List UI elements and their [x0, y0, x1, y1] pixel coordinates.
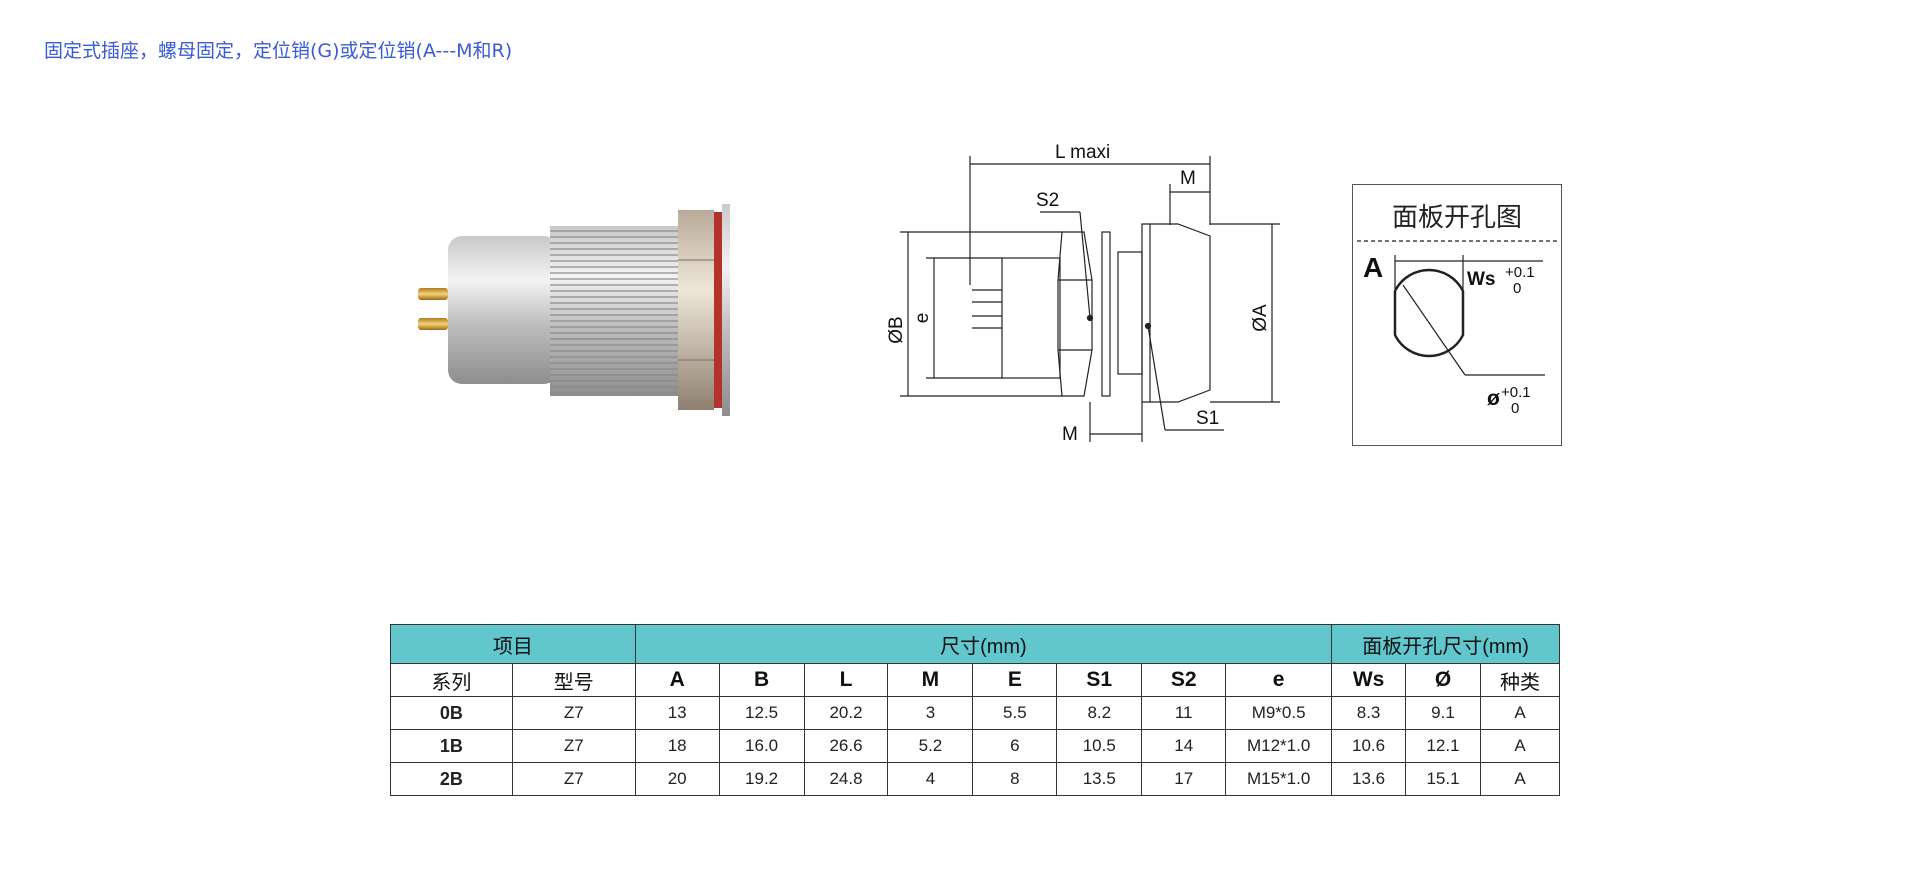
cell-b: 12.5 [718, 696, 805, 730]
col-kind: 种类 [1479, 663, 1561, 697]
label-m-bottom: M [1062, 424, 1078, 445]
cell-a: 18 [634, 729, 720, 763]
col-dia: Ø [1405, 663, 1481, 697]
cell-m: 5.2 [887, 729, 974, 763]
cell-s1: 13.5 [1056, 762, 1143, 796]
cell-kind: A [1479, 762, 1561, 796]
header-panel: 面板开孔尺寸(mm) [1331, 624, 1560, 664]
dia-tolerance-upper: +0.1 [1501, 384, 1531, 401]
cell-series: 0B [390, 696, 513, 730]
cell-e: M12*1.0 [1225, 729, 1333, 763]
col-series: 系列 [390, 663, 513, 697]
spec-table: 项目 尺寸(mm) 面板开孔尺寸(mm) 系列 型号 A B L M E S1 … [390, 624, 1561, 796]
col-m: M [887, 663, 974, 697]
page-title: 固定式插座，螺母固定，定位销(G)或定位销(A---M和R) [44, 40, 513, 62]
cell-m: 4 [887, 762, 974, 796]
col-e-cap: E [972, 663, 1058, 697]
label-e: e [912, 313, 933, 324]
col-ws: Ws [1331, 663, 1407, 697]
table-row: 0B Z7 13 12.5 20.2 3 5.5 8.2 11 M9*0.5 8… [390, 696, 1561, 730]
cell-kind: A [1479, 696, 1561, 730]
cell-a: 13 [634, 696, 720, 730]
cell-e-cap: 6 [972, 729, 1058, 763]
cell-s2: 17 [1141, 762, 1227, 796]
cell-a: 20 [634, 762, 720, 796]
cell-series: 1B [390, 729, 513, 763]
dimension-drawing: L maxi M S2 ØB e ØA M S1 [880, 140, 1310, 460]
panel-cutout-title: 面板开孔图 [1391, 203, 1522, 233]
column-header-row: 系列 型号 A B L M E S1 S2 e Ws Ø 种类 [390, 663, 1561, 697]
panel-cutout-diagram: 面板开孔图 A Ws +0.1 0 ø +0.1 0 [1352, 184, 1562, 446]
col-s1: S1 [1056, 663, 1143, 697]
table-row: 2B Z7 20 19.2 24.8 4 8 13.5 17 M15*1.0 1… [390, 762, 1561, 796]
cell-model: Z7 [511, 729, 636, 763]
cell-ws: 8.3 [1331, 696, 1407, 730]
cell-s1: 8.2 [1056, 696, 1143, 730]
label-s2: S2 [1036, 190, 1059, 211]
label-dia-b: ØB [886, 316, 907, 343]
cell-l: 24.8 [803, 762, 889, 796]
cell-m: 3 [887, 696, 974, 730]
cell-ws: 10.6 [1331, 729, 1407, 763]
cell-e-cap: 8 [972, 762, 1058, 796]
cell-e-cap: 5.5 [972, 696, 1058, 730]
cell-b: 16.0 [718, 729, 805, 763]
cell-dia: 15.1 [1405, 762, 1481, 796]
col-s2: S2 [1141, 663, 1227, 697]
label-m-top: M [1180, 168, 1196, 189]
col-l: L [803, 663, 889, 697]
label-l-maxi: L maxi [1055, 142, 1110, 163]
ws-tolerance-upper: +0.1 [1505, 264, 1535, 281]
cell-model: Z7 [511, 762, 636, 796]
cell-kind: A [1479, 729, 1561, 763]
cutout-type-label: A [1363, 252, 1383, 283]
cell-series: 2B [390, 762, 513, 796]
dia-tolerance-lower: 0 [1511, 400, 1519, 417]
cell-ws: 13.6 [1331, 762, 1407, 796]
group-header-row: 项目 尺寸(mm) 面板开孔尺寸(mm) [390, 624, 1560, 664]
cell-e: M9*0.5 [1225, 696, 1333, 730]
cell-model: Z7 [511, 696, 636, 730]
ws-label: Ws [1467, 269, 1496, 290]
cell-l: 26.6 [803, 729, 889, 763]
col-b: B [718, 663, 805, 697]
cell-e: M15*1.0 [1225, 762, 1333, 796]
cell-l: 20.2 [803, 696, 889, 730]
table-row: 1B Z7 18 16.0 26.6 5.2 6 10.5 14 M12*1.0… [390, 729, 1561, 763]
connector-photo [400, 190, 730, 440]
dia-label: ø [1487, 387, 1500, 410]
cell-dia: 12.1 [1405, 729, 1481, 763]
col-e: e [1225, 663, 1333, 697]
cell-b: 19.2 [718, 762, 805, 796]
label-dia-a: ØA [1250, 304, 1271, 332]
cell-s1: 10.5 [1056, 729, 1143, 763]
label-s1: S1 [1196, 408, 1219, 429]
col-a: A [634, 663, 720, 697]
ws-tolerance-lower: 0 [1513, 280, 1521, 297]
cell-dia: 9.1 [1405, 696, 1481, 730]
cell-s2: 11 [1141, 696, 1227, 730]
cell-s2: 14 [1141, 729, 1227, 763]
header-dimensions: 尺寸(mm) [634, 624, 1333, 664]
col-model: 型号 [511, 663, 636, 697]
header-item: 项目 [390, 624, 636, 664]
